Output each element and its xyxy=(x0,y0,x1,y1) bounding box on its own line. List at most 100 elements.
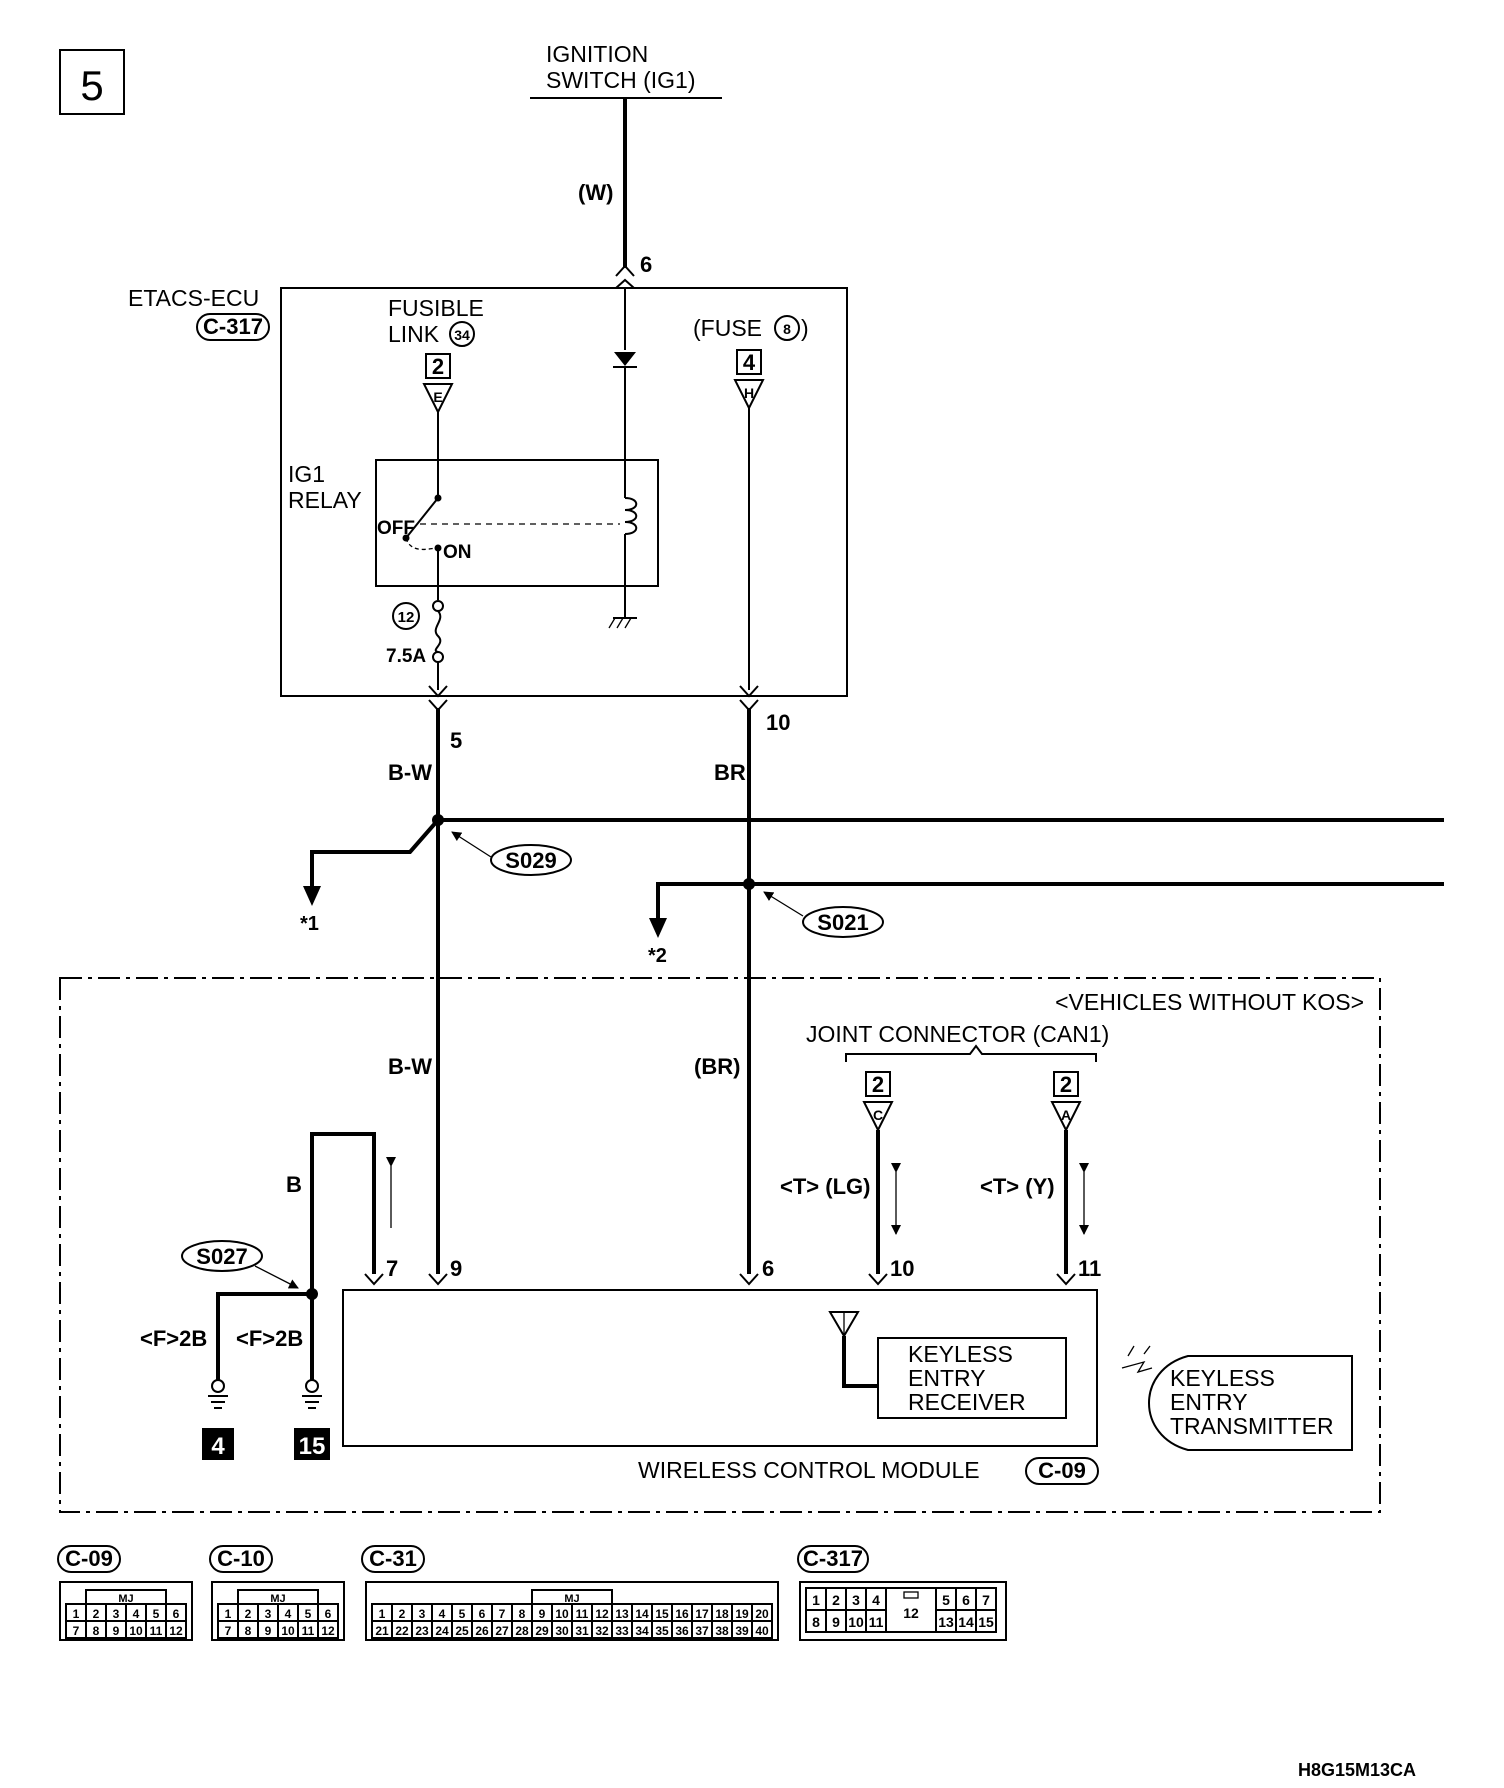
connector-view-badge xyxy=(797,1545,869,1573)
connector-pin: 9 xyxy=(113,1624,120,1638)
ignition-label-line1: IGNITION xyxy=(546,41,648,67)
connector-pin: 38 xyxy=(715,1624,729,1638)
fuse-number: 8 xyxy=(783,321,791,337)
receiver-line3: RECEIVER xyxy=(908,1389,1026,1415)
ref-2: *2 xyxy=(648,945,667,967)
connector-pin: 6 xyxy=(325,1607,332,1621)
wireless-control-module-box xyxy=(342,1289,1098,1447)
variant-label: <VEHICLES WITHOUT KOS> xyxy=(1055,989,1364,1015)
connector-pin: 31 xyxy=(575,1624,589,1638)
connector-pin: 12 xyxy=(321,1624,335,1638)
relay-label1: IG1 xyxy=(288,461,325,487)
relay-label2: RELAY xyxy=(288,487,362,513)
connector-face xyxy=(799,1581,1007,1641)
joint-connector-bracket xyxy=(845,1044,1097,1062)
connector-pin: 1 xyxy=(379,1607,386,1621)
connector-pin: 15 xyxy=(978,1614,994,1630)
connector-pin: 25 xyxy=(455,1624,469,1638)
receiver-box xyxy=(877,1337,1067,1419)
receiver-line2: ENTRY xyxy=(908,1365,986,1391)
connector-tag: MJ xyxy=(118,1593,133,1605)
fuse-conn-num: 4 xyxy=(743,350,756,375)
connector-pin: 24 xyxy=(435,1624,449,1638)
ground-4-number: 4 xyxy=(211,1433,225,1460)
connector-pin: 11 xyxy=(576,1607,589,1621)
module-pin-9: 9 xyxy=(450,1256,462,1281)
connector-pin: 36 xyxy=(675,1624,689,1638)
fuse-label-open: (FUSE xyxy=(693,315,762,341)
wire-b-label: B xyxy=(286,1172,302,1197)
connector-pin: 7 xyxy=(225,1624,232,1638)
module-pin-6: 6 xyxy=(762,1256,774,1281)
connector-pin: 20 xyxy=(755,1607,769,1621)
connector-pin: 9 xyxy=(832,1614,840,1630)
connector-face xyxy=(211,1581,345,1641)
ground-left-label: <F>2B xyxy=(140,1326,207,1351)
connector-pin: 8 xyxy=(519,1607,526,1621)
connector-pin: 29 xyxy=(535,1624,549,1638)
connector-face xyxy=(59,1581,193,1641)
etacs-connector-badge: C-317 xyxy=(196,313,270,341)
fusible-link-connector: 2 E xyxy=(422,353,454,415)
connector-pin: 3 xyxy=(265,1607,272,1621)
connector-view-badge xyxy=(361,1545,425,1573)
connector-pin: 6 xyxy=(479,1607,486,1621)
connector-pin: 3 xyxy=(419,1607,426,1621)
output-pin-10: 10 xyxy=(766,710,790,735)
relay-off-label: OFF xyxy=(377,518,415,539)
connector-pin: 27 xyxy=(495,1624,509,1638)
wire-y-label: <T> (Y) xyxy=(980,1174,1055,1199)
etacs-name: ETACS-ECU xyxy=(128,285,259,311)
connector-pin: 4 xyxy=(133,1607,140,1621)
connector-pin: 7 xyxy=(982,1592,990,1608)
connector-pin: 10 xyxy=(848,1614,864,1630)
relay-fuse-number: 12 xyxy=(398,609,415,626)
connector-pin: 14 xyxy=(958,1614,974,1630)
connector-pin: 8 xyxy=(812,1614,820,1630)
connector-pin: 5 xyxy=(942,1592,950,1608)
fusible-link-number: 34 xyxy=(454,327,470,343)
connector-pin: 7 xyxy=(73,1624,80,1638)
fuse-label-close: ) xyxy=(801,315,809,341)
radio-signal-icon xyxy=(1121,1345,1153,1374)
connector-pin: 3 xyxy=(852,1592,860,1608)
splice-s029-text: S029 xyxy=(505,848,556,873)
connector-pin: 5 xyxy=(153,1607,160,1621)
connector-view-badge xyxy=(57,1545,121,1573)
connector-pin: 40 xyxy=(755,1624,769,1638)
fuse-connector: 4 H xyxy=(733,349,765,411)
connector-pin: 35 xyxy=(655,1624,669,1638)
splice-s021-label: S021 xyxy=(763,891,884,938)
connector-pin: 4 xyxy=(439,1607,446,1621)
connector-pin: 15 xyxy=(655,1607,669,1621)
connector-face xyxy=(365,1581,779,1641)
document-id: H8G15M13CA xyxy=(1298,1760,1416,1780)
etacs-ecu-box xyxy=(280,287,848,697)
connector-pin: 7 xyxy=(499,1607,506,1621)
output-wire-bw: B-W xyxy=(388,760,432,785)
connector-pin: 2 xyxy=(245,1607,252,1621)
connector-pin: 1 xyxy=(812,1592,820,1608)
module-pin-markers xyxy=(364,1273,1076,1286)
ground-right-label: <F>2B xyxy=(236,1326,303,1351)
connector-pin: 1 xyxy=(225,1607,232,1621)
diode-symbol xyxy=(613,278,637,498)
splice-s029-dot xyxy=(432,814,444,826)
wire-br-label: (BR) xyxy=(694,1054,740,1079)
connector-pin: 11 xyxy=(150,1624,163,1638)
splice-s021-text: S021 xyxy=(817,910,868,935)
fusible-link-label2: LINK xyxy=(388,321,440,347)
connector-pin: 33 xyxy=(615,1624,629,1638)
ground-icon xyxy=(608,617,637,629)
connector-view-label: C-317 xyxy=(803,1546,863,1571)
connector-pin: 17 xyxy=(695,1607,709,1621)
connector-pin: 13 xyxy=(938,1614,954,1630)
fusible-link-conn-num: 2 xyxy=(432,354,444,379)
transmitter-line3: TRANSMITTER xyxy=(1170,1413,1334,1439)
ignition-pin: 6 xyxy=(640,252,652,277)
module-name: WIRELESS CONTROL MODULE xyxy=(638,1457,980,1483)
transmitter-line1: KEYLESS xyxy=(1170,1365,1275,1391)
ig1-relay-box xyxy=(375,459,659,587)
